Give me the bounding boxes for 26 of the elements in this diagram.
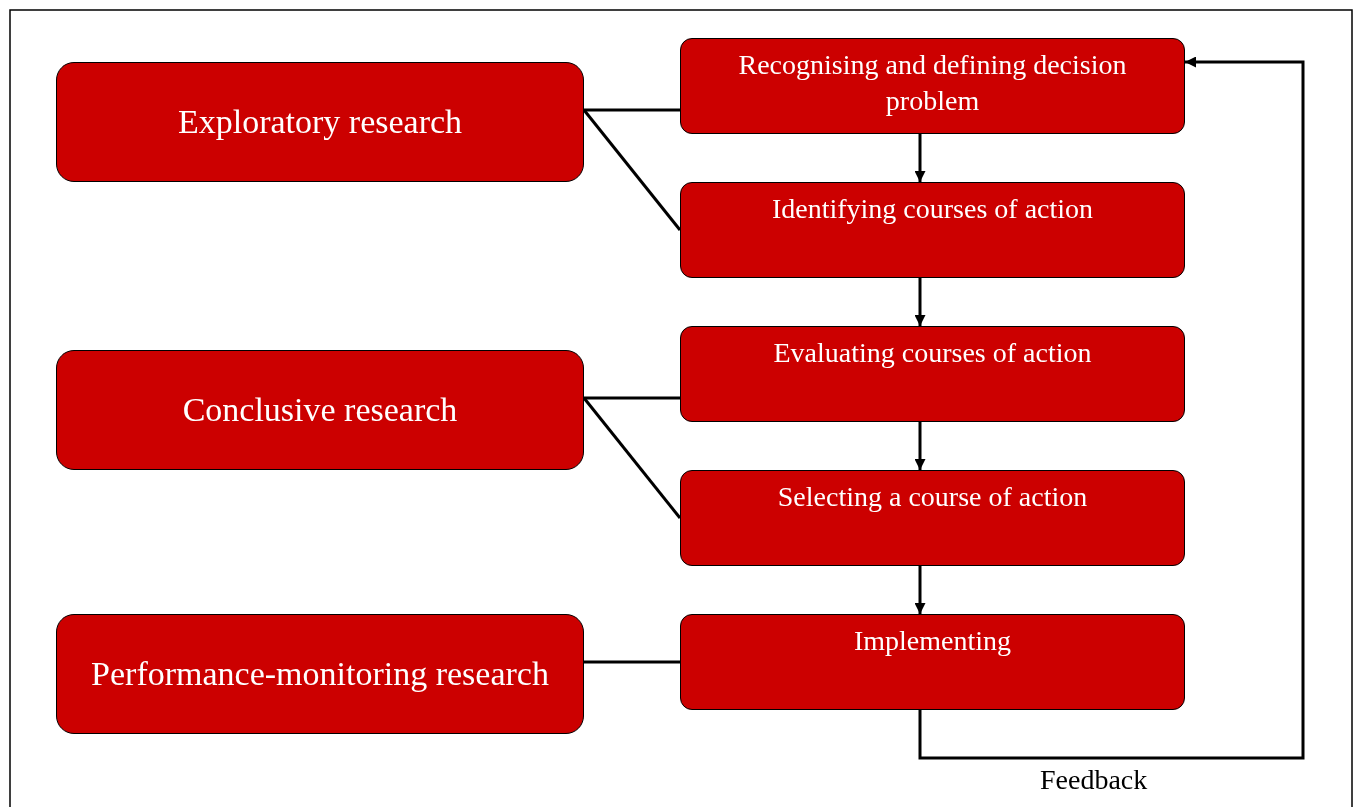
research-type-box (56, 614, 584, 734)
connector-line (582, 109, 682, 231)
arrow (914, 566, 926, 614)
arrow (914, 134, 926, 182)
step-label: Evaluating courses of action (773, 336, 1092, 370)
research-type-box (56, 350, 584, 470)
connector-line (584, 660, 680, 664)
step-label: Implementing (853, 624, 1012, 658)
connector-line (584, 396, 680, 400)
arrow (914, 422, 926, 470)
process-step-box (680, 614, 1185, 710)
process-step-box (680, 38, 1185, 134)
step-label: Selecting a course of action (777, 480, 1088, 514)
step-label: Recognising and defining decision problem (737, 48, 1128, 119)
research-type-box (56, 62, 584, 182)
step-label: Exploratory research (177, 103, 463, 141)
connector-line (582, 397, 682, 519)
arrow (918, 56, 1305, 760)
process-step-box (680, 182, 1185, 278)
connector-line (584, 108, 680, 112)
process-step-box (680, 470, 1185, 566)
step-label: Conclusive research (182, 391, 458, 429)
arrow (914, 278, 926, 326)
step-label: Identifying courses of action (771, 192, 1094, 226)
process-step-box (680, 326, 1185, 422)
step-label: Performance-monitoring research (91, 655, 549, 693)
